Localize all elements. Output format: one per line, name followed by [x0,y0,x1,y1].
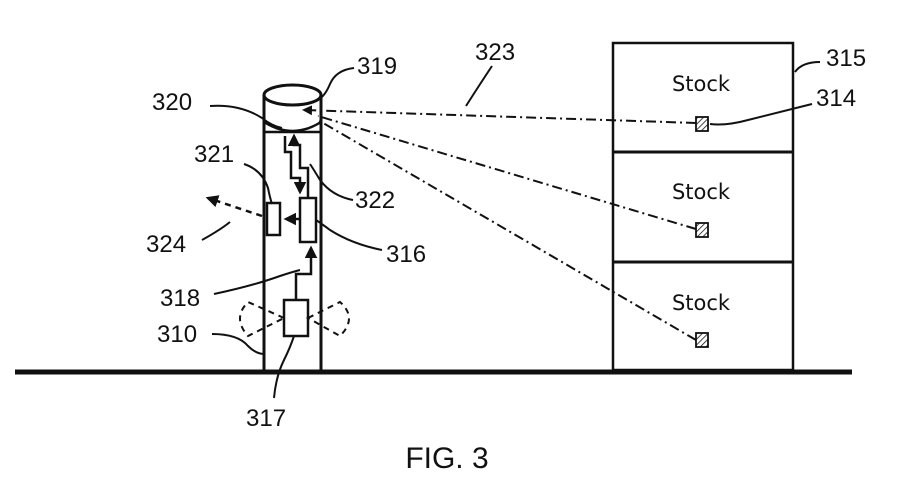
ref-314: 314 [816,85,856,112]
ref-310: 310 [157,321,197,348]
tag-2 [696,223,708,237]
tag-1 [696,117,708,131]
leader-320 [210,106,282,128]
leader-315 [795,62,820,72]
stock-label-2: Stock [672,180,731,204]
ref-323: 323 [475,39,515,66]
leader-319 [318,68,354,100]
leader-321 [244,164,272,204]
figure-caption: FIG. 3 [405,442,488,475]
output-signal-324 [208,198,262,216]
leader-322 [310,164,353,200]
detection-lobe-right [308,302,349,336]
ref-321: 321 [194,141,234,168]
ref-320: 320 [152,89,192,116]
controller-box [300,198,316,242]
pole-internals [267,136,316,336]
leader-316 [316,220,382,250]
ref-316: 316 [386,241,426,268]
ref-315: 315 [826,45,866,72]
ref-319: 319 [357,53,397,80]
leader-324 [202,222,230,240]
ref-318: 318 [160,285,200,312]
detection-lobe-left [240,302,284,336]
stock-label-1: Stock [672,72,731,96]
pole-top-ellipse [264,85,321,105]
sensor-head-lower-arc [264,122,321,131]
stock-label-3: Stock [672,291,731,315]
leader-317 [274,336,294,398]
tag-3 [696,333,708,347]
link-317-to-316 [296,248,311,300]
shelf-unit: Stock Stock Stock [613,43,793,370]
ref-324: 324 [146,231,186,258]
motion-sensor-box [284,300,308,336]
ref-317: 317 [246,405,286,432]
output-box [267,203,280,235]
ref-322: 322 [355,187,395,214]
leader-323 [466,66,492,106]
leader-318 [214,270,300,294]
leader-310 [212,334,264,354]
